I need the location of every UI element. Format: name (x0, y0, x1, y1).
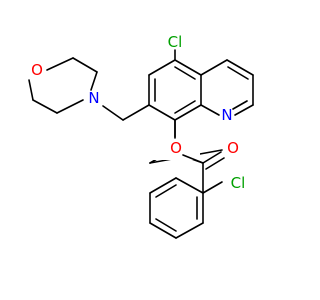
chlorine-atom-label: Cl (168, 33, 183, 51)
bond-lines (28, 49, 254, 239)
oxygen-atom-label: O (31, 61, 43, 79)
oxygen-atom-label: O (170, 139, 182, 157)
nitrogen-atom-label: N (221, 106, 232, 124)
molecule-structure-diagram: Cl N N O O O Cl (28, 33, 254, 239)
oxygen-atom-label: O (227, 139, 239, 157)
ester-bonds (174, 119, 204, 164)
nitrogen-atom-label: N (88, 89, 99, 107)
chlorine-atom-label: Cl (231, 174, 246, 192)
